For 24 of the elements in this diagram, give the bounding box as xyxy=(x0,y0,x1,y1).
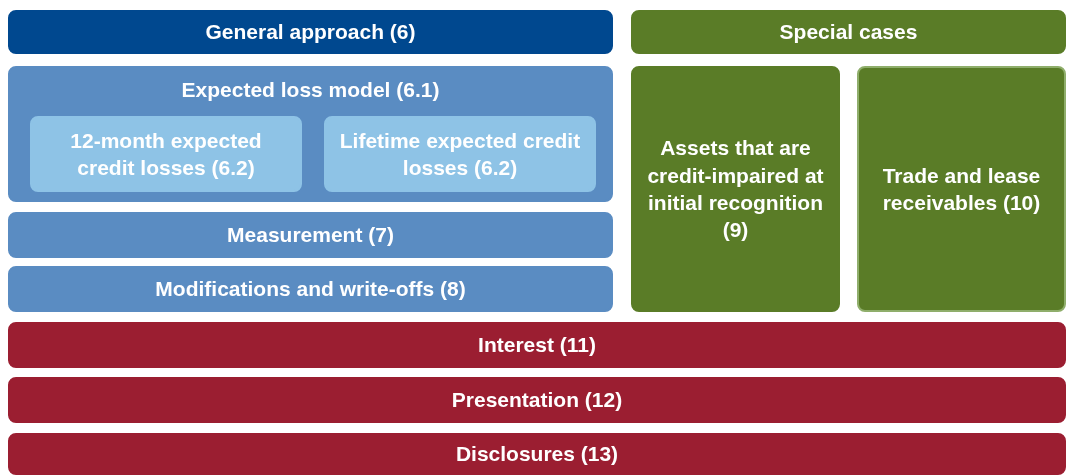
topic-bar xyxy=(8,266,613,312)
topic-bar xyxy=(8,377,1066,423)
loss-box xyxy=(30,116,302,192)
box-label: Measurement (7) xyxy=(227,222,394,249)
case-box xyxy=(631,66,840,312)
box-label: Special cases xyxy=(779,19,918,46)
section-header xyxy=(8,10,613,54)
box-label: Assets that are credit-impaired at initial recognition (9) xyxy=(646,135,825,244)
topic-bar xyxy=(8,433,1066,475)
box-label: Presentation (12) xyxy=(451,387,623,414)
box-label: Modifications and write-offs (8) xyxy=(155,276,466,303)
loss-box xyxy=(324,116,596,192)
box-label: Lifetime expected credit losses (6.2) xyxy=(338,127,582,181)
box-label: Disclosures (13) xyxy=(455,441,619,468)
box-label: General approach (6) xyxy=(205,19,416,46)
model-panel xyxy=(8,66,613,202)
topic-bar xyxy=(8,212,613,258)
case-box xyxy=(857,66,1066,312)
box-label: Expected loss model (6.1) xyxy=(181,77,440,103)
box-label: Trade and lease receivables (10) xyxy=(881,162,1042,216)
topic-bar xyxy=(8,322,1066,368)
box-label: 12-month expected credit losses (6.2) xyxy=(69,127,263,181)
box-label: Interest (11) xyxy=(478,332,596,359)
section-header xyxy=(631,10,1066,54)
